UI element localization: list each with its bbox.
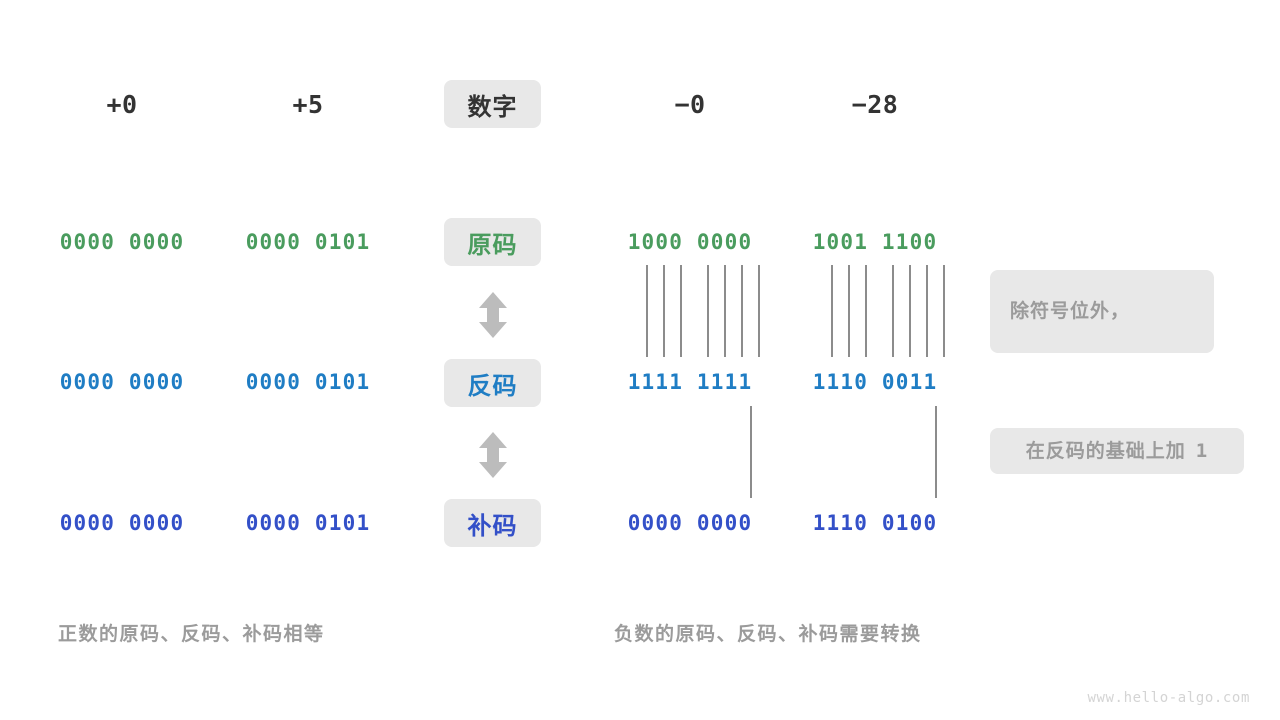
column-header-neg-twenty-eight: −28 [851, 89, 899, 119]
badge-ones-complement: 反码 [444, 359, 541, 407]
tick-neg-zero-bit3 [680, 265, 682, 357]
callout-add-one-value: 1 [1195, 439, 1209, 462]
column-header-pos-five: +5 [292, 89, 324, 119]
caption-negative: 负数的原码、反码、补码需要转换 [614, 623, 922, 645]
bits-twos-comp-neg-zero: 0000 0000 [627, 511, 753, 535]
bits-twos-comp-pos-five: 0000 0101 [245, 511, 371, 535]
tick-neg-twenty-eight-bit4 [892, 265, 894, 357]
tick-neg-zero-bit4 [707, 265, 709, 357]
bits-sign-mag-neg-twenty-eight: 1001 1100 [812, 230, 938, 254]
tick-neg-twenty-eight-bit5 [909, 265, 911, 357]
column-header-neg-zero: −0 [674, 89, 706, 119]
badge-twos-complement: 补码 [444, 499, 541, 547]
double-arrow-ones-to-twos [476, 430, 510, 484]
tick-carry-neg-twenty-eight [935, 406, 937, 498]
bits-sign-mag-neg-zero: 1000 0000 [627, 230, 753, 254]
tick-neg-zero-bit2 [663, 265, 665, 357]
callout-invert-bits-line1: 除符号位外， [1010, 300, 1131, 322]
bits-ones-comp-pos-zero: 0000 0000 [59, 370, 185, 394]
tick-neg-zero-bit7 [758, 265, 760, 357]
bits-ones-comp-neg-zero: 1111 1111 [627, 370, 753, 394]
tick-neg-zero-bit1 [646, 265, 648, 357]
tick-neg-twenty-eight-bit2 [848, 265, 850, 357]
bits-sign-mag-pos-zero: 0000 0000 [59, 230, 185, 254]
tick-neg-twenty-eight-bit7 [943, 265, 945, 357]
badge-number: 数字 [444, 80, 541, 128]
badge-sign-magnitude: 原码 [444, 218, 541, 266]
bits-twos-comp-pos-zero: 0000 0000 [59, 511, 185, 535]
tick-neg-twenty-eight-bit6 [926, 265, 928, 357]
bits-ones-comp-neg-twenty-eight: 1110 0011 [812, 370, 938, 394]
callout-add-one: 在反码的基础上加 1 [990, 428, 1244, 474]
tick-neg-zero-bit5 [724, 265, 726, 357]
double-arrow-sign-to-ones [476, 290, 510, 344]
tick-neg-zero-bit6 [741, 265, 743, 357]
site-watermark: www.hello-algo.com [1087, 690, 1250, 706]
callout-add-one-text: 在反码的基础上加 [1025, 439, 1186, 462]
column-header-pos-zero: +0 [106, 89, 138, 119]
bits-twos-comp-neg-twenty-eight: 1110 0100 [812, 511, 938, 535]
tick-neg-twenty-eight-bit1 [831, 265, 833, 357]
tick-neg-twenty-eight-bit3 [865, 265, 867, 357]
caption-positive: 正数的原码、反码、补码相等 [58, 623, 325, 645]
tick-carry-neg-zero [750, 406, 752, 498]
callout-invert-bits: 除符号位外， [990, 270, 1214, 353]
bits-sign-mag-pos-five: 0000 0101 [245, 230, 371, 254]
bits-ones-comp-pos-five: 0000 0101 [245, 370, 371, 394]
